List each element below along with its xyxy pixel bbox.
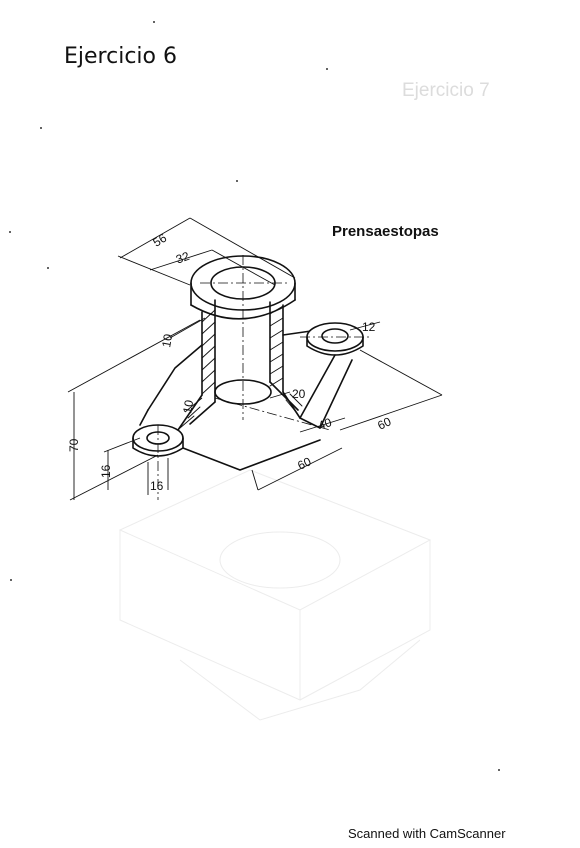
dim-height-total: 70 (67, 438, 81, 452)
right-arm-lower (319, 359, 353, 429)
bleed-through-sketch (118, 469, 432, 721)
dim-slot: 40 (316, 415, 334, 433)
left-arm-top (147, 344, 203, 411)
bleed-through-title: Ejercicio 7 (402, 80, 490, 101)
page-title: Ejercicio 6 (64, 44, 177, 69)
dim-top-inner: 32 (174, 249, 192, 267)
center-lines (157, 255, 372, 500)
section-hatch-base (179, 393, 303, 429)
section-hatch-left (201, 309, 216, 395)
dim-lug-hole: 12 (362, 320, 376, 334)
right-lug-hole (321, 328, 349, 344)
dim-fillet: 20 (292, 387, 306, 401)
left-arm-edge (139, 409, 149, 426)
base-section-right-top (269, 381, 299, 411)
base-section-left-top (189, 401, 216, 425)
part-name-label: Prensaestopas (332, 223, 439, 240)
dim-left-hole: 16 (150, 479, 164, 493)
dim-wall-top: 10 (159, 333, 175, 349)
section-hatch-right (269, 305, 284, 387)
dimension-lines (67, 217, 443, 501)
dim-wall-left: 10 (180, 399, 196, 415)
dim-base-thickness: 16 (99, 464, 113, 478)
right-arm-edge (299, 354, 336, 419)
dim-base-length-a: 60 (295, 454, 313, 472)
dim-base-length-b: 60 (375, 414, 393, 432)
right-lug-side (306, 336, 364, 356)
dim-top-outer: 56 (150, 231, 169, 250)
scanner-footer: Scanned with CamScanner (348, 826, 506, 841)
base-bottom-front (182, 439, 321, 471)
scan-specks (9, 21, 500, 771)
